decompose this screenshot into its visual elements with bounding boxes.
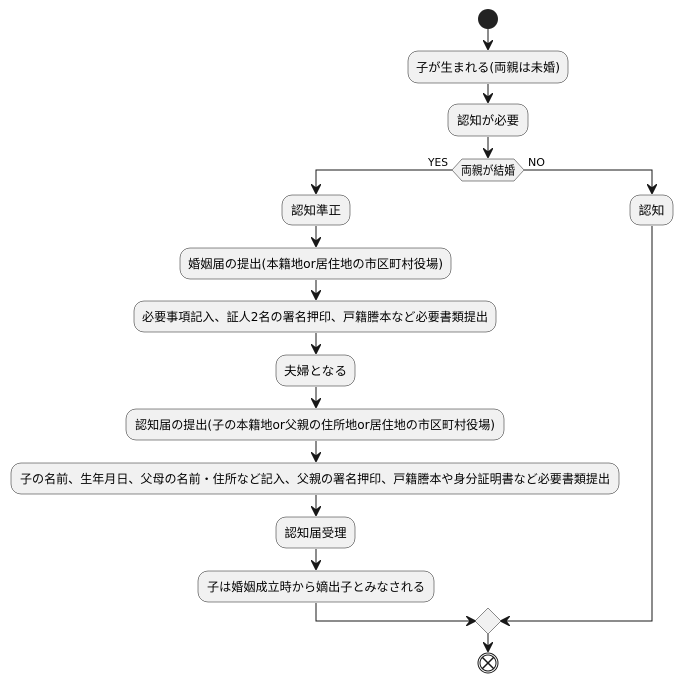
step-ninchi-filing: 認知届の提出(子の本籍地or父親の住所地or居住地の市区町村役場) — [125, 408, 505, 441]
merge-node — [474, 607, 502, 635]
step-become-couple-label: 夫婦となる — [284, 363, 347, 378]
step-ninchi-only-label: 認知 — [639, 203, 665, 218]
step-ninchi-accepted-label: 認知届受理 — [285, 525, 347, 540]
start-node — [478, 9, 498, 29]
step-legitimate-child: 子は婚姻成立時から嫡出子とみなされる — [197, 570, 435, 603]
step-marriage-documents-label: 必要事項記入、証人2名の署名押印、戸籍謄本など必要書類提出 — [142, 309, 488, 324]
step-marriage-filing: 婚姻届の提出(本籍地or居住地の市区町村役場) — [179, 247, 452, 280]
step-legitimation: 認知準正 — [281, 194, 351, 226]
step-ninchi-documents: 子の名前、生年月日、父母の名前・住所など記入、父親の署名押印、戸籍謄本や身分証明… — [10, 462, 620, 495]
step-marriage-documents: 必要事項記入、証人2名の署名押印、戸籍謄本など必要書類提出 — [133, 300, 497, 333]
step-become-couple: 夫婦となる — [275, 354, 356, 387]
edges — [316, 29, 652, 651]
step-ninchi-accepted: 認知届受理 — [275, 516, 356, 549]
step-ninchi-only: 認知 — [629, 194, 674, 226]
step-legitimation-label: 認知準正 — [291, 203, 341, 218]
step-birth: 子が生まれる(両親は未婚) — [407, 50, 569, 84]
step-marriage-filing-label: 婚姻届の提出(本籍地or居住地の市区町村役場) — [188, 256, 443, 271]
decision-parents-married: 両親が結婚 — [451, 158, 525, 182]
step-ninchi-filing-label: 認知届の提出(子の本籍地or父親の住所地or居住地の市区町村役場) — [135, 417, 495, 432]
step-birth-label: 子が生まれる(両親は未婚) — [416, 60, 560, 75]
step-ninchi-required: 認知が必要 — [447, 103, 529, 137]
step-ninchi-required-label: 認知が必要 — [457, 113, 519, 128]
step-ninchi-documents-label: 子の名前、生年月日、父母の名前・住所など記入、父親の署名押印、戸籍謄本や身分証明… — [20, 471, 610, 486]
decision-yes-label: YES — [427, 156, 448, 169]
decision-label: 両親が結婚 — [461, 163, 515, 178]
end-node — [477, 652, 499, 674]
decision-no-label: NO — [528, 156, 545, 169]
step-legitimate-child-label: 子は婚姻成立時から嫡出子とみなされる — [207, 579, 425, 594]
